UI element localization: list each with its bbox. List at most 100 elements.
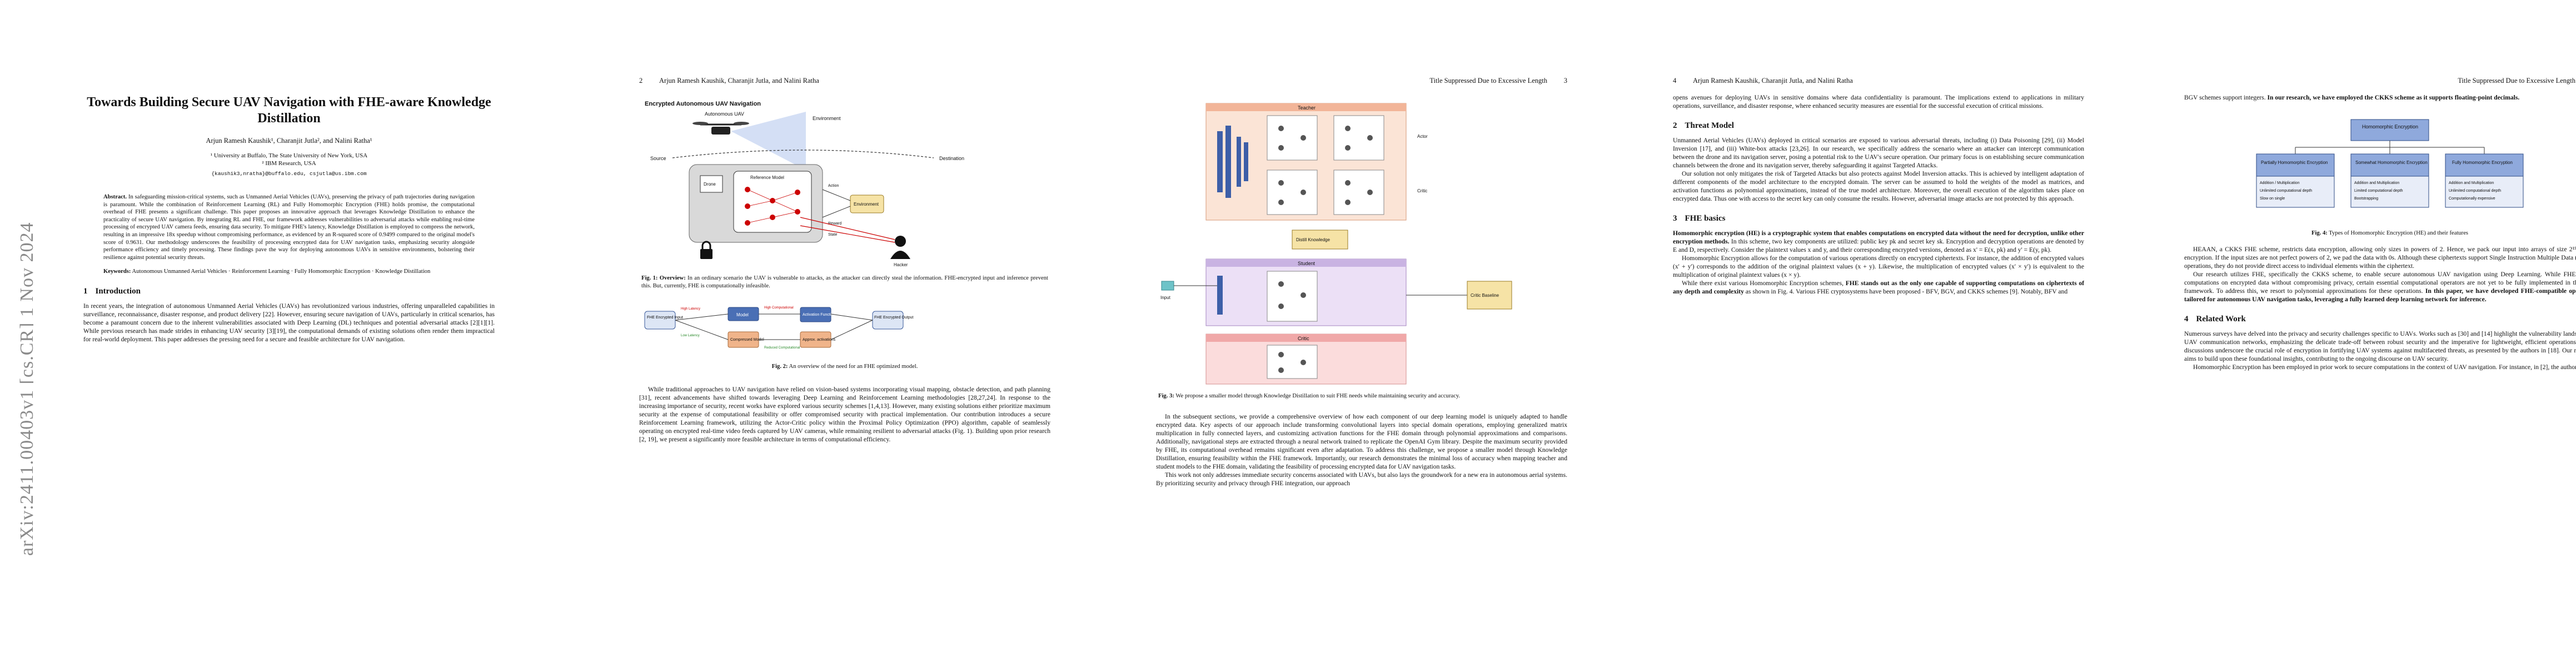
fig1-env-label: Environment	[813, 116, 841, 121]
svg-text:Addition / Multiplication: Addition / Multiplication	[2260, 181, 2300, 185]
abstract-label: Abstract.	[103, 194, 127, 200]
figure-3-caption: Fig. 3: We propose a smaller model throu…	[1158, 393, 1461, 399]
fig2-high-comp: High Computational	[764, 306, 794, 310]
paper-title: Towards Building Secure UAV Navigation w…	[87, 95, 491, 126]
page-number: 2	[639, 77, 643, 84]
fig1-environment-box	[850, 195, 884, 213]
fig1-uav-label: Autonomous UAV	[705, 111, 744, 117]
fig1-state-label: State	[828, 233, 837, 237]
student-label: Student	[1298, 261, 1316, 266]
teacher-label: Teacher	[1298, 105, 1316, 111]
drone-icon	[692, 122, 749, 135]
paragraph: Homomorphic Encryption has been employed…	[2193, 363, 2576, 371]
fig2-compressed-label: Compressed Model	[730, 338, 764, 342]
paragraph: Unmanned Aerial Vehicles (UAVs) deployed…	[1673, 137, 2084, 169]
paragraph: This work not only addresses immediate s…	[1156, 471, 1567, 487]
fig2-activation-label: Activation Function	[803, 313, 835, 317]
paragraph: Our research utilizes FHE, specifically …	[2184, 270, 2576, 303]
running-head-text: Arjun Ramesh Kaushik, Charanjit Jutla, a…	[659, 77, 819, 84]
abstract: Abstract. In safeguarding mission-critic…	[103, 193, 475, 276]
critic-baseline-label: Critic Baseline	[1471, 293, 1499, 298]
fig1-action-label: Action	[828, 184, 839, 188]
fig1-environment-label: Environment	[854, 202, 879, 207]
paragraph: BGV schemes support integers. In our res…	[2184, 94, 2520, 101]
running-head: 4 Arjun Ramesh Kaushik, Charanjit Jutla,…	[1673, 77, 2084, 85]
svg-text:Addition and Multiplication: Addition and Multiplication	[2449, 181, 2494, 185]
paragraph: Homomorphic Encryption allows for the co…	[1673, 255, 2084, 278]
page-number: 3	[1563, 77, 1567, 84]
keywords-label: Keywords:	[103, 268, 131, 275]
fig2-approx-label: Approx. activations	[803, 338, 836, 342]
fig2-high-latency: High Latency	[681, 307, 700, 311]
student-critic-label: Critic	[1298, 336, 1309, 341]
lock-icon	[700, 241, 712, 259]
svg-text:Limited computational depth: Limited computational depth	[2354, 189, 2403, 193]
paragraph: Numerous surveys have delved into the pr…	[2184, 330, 2576, 362]
paragraph: Our solution not only mitigates the risk…	[1673, 170, 2084, 202]
figure-1-caption: Fig. 1: Overview: In an ordinary scenari…	[641, 275, 1048, 289]
keywords-text: Autonomous Unmanned Aerial Vehicles · Re…	[132, 268, 431, 275]
paragraph: opens avenues for deploying UAVs in sens…	[1673, 94, 2084, 109]
running-head: Title Suppressed Due to Excessive Length…	[2184, 77, 2576, 85]
svg-text:Unlimited computational depth: Unlimited computational depth	[2260, 189, 2312, 193]
running-head-text: Title Suppressed Due to Excessive Length	[1429, 77, 1547, 84]
author-emails: {kaushik3,nratha}@buffalo.edu, csjutla@u…	[211, 171, 367, 177]
figure-2-caption: Fig. 2: An overview of the need for an F…	[771, 364, 918, 370]
input-label: Input	[1160, 295, 1171, 300]
teacher-critic-label: Critic	[1417, 188, 1427, 193]
fig1-ref-model-label: Reference Model	[750, 175, 784, 180]
figure-4-he-types: Homomorphic Encryption Partially Homomor…	[2256, 119, 2524, 208]
paragraph: In the subsequent sections, we provide a…	[1156, 412, 1567, 470]
fig2-reduced-comp: Reduced Computational	[764, 346, 800, 350]
svg-text:Slow on single: Slow on single	[2260, 197, 2285, 201]
figure-4-caption: Fig. 4: Types of Homomorphic Encryption …	[2311, 230, 2469, 236]
fig1-source-label: Source	[650, 156, 666, 161]
paragraph: HEAAN, a CKKS FHE scheme, restricts data…	[2184, 245, 2576, 270]
fig2-model-label: Model	[736, 312, 749, 317]
camera-view	[731, 112, 806, 170]
running-head: Title Suppressed Due to Excessive Length…	[1156, 77, 1567, 85]
affiliation-2: ² IBM Research, USA	[262, 160, 316, 167]
input-image	[1161, 281, 1174, 291]
critic-baseline-box	[1467, 281, 1512, 310]
page-4: 4 Arjun Ramesh Kaushik, Charanjit Jutla,…	[1623, 0, 2134, 667]
teacher-actor-label: Actor	[1417, 134, 1428, 139]
page-number: 4	[1673, 77, 1677, 84]
svg-text:Unlimited computational depth: Unlimited computational depth	[2449, 189, 2501, 193]
fig2-low-latency: Low Latency	[681, 334, 700, 337]
fig4-root-label: Homomorphic Encryption	[2362, 124, 2418, 130]
svg-text:Somewhat Homomorphic Encryptio: Somewhat Homomorphic Encryption	[2355, 160, 2428, 165]
paragraph: While there exist various Homomorphic En…	[1673, 280, 2084, 295]
fig1-dest-label: Destination	[939, 156, 964, 161]
svg-text:Drone: Drone	[704, 182, 716, 187]
authors: Arjun Ramesh Kaushik¹, Charanjit Jutla²,…	[206, 137, 372, 145]
teacher-conv-layers	[1217, 126, 1248, 198]
page-3: Title Suppressed Due to Excessive Length…	[1106, 0, 1617, 667]
running-head-text: Title Suppressed Due to Excessive Length	[2458, 77, 2575, 84]
svg-text:Partially Homomorphic Encrypti: Partially Homomorphic Encryption	[2261, 160, 2328, 165]
fig4-somewhat-column: Somewhat Homomorphic Encryption Addition…	[2350, 153, 2429, 208]
figure-1-overview: Encrypted Autonomous UAV Navigation Auto…	[645, 101, 964, 267]
teacher-networks	[1267, 115, 1384, 215]
fig1-title: Encrypted Autonomous UAV Navigation	[645, 101, 761, 107]
fig1-reward-label: Reward	[828, 222, 841, 226]
intro-paragraph: In recent years, the integration of auto…	[83, 302, 495, 343]
paragraph: While traditional approaches to UAV navi…	[639, 385, 1050, 443]
svg-text:Fully Homomorphic Encryption: Fully Homomorphic Encryption	[2452, 160, 2513, 165]
fig1-network	[747, 189, 798, 223]
svg-text:Addition and Multiplication: Addition and Multiplication	[2354, 181, 2399, 185]
fig4-partial-column: Partially Homomorphic Encryption Additio…	[2256, 153, 2335, 208]
fig2-input-label: FHE Encrypted Input	[647, 316, 683, 320]
running-head-text: Arjun Ramesh Kaushik, Charanjit Jutla, a…	[1693, 77, 1853, 84]
hacker-icon	[890, 236, 910, 259]
distill-label: Distill Knowledge	[1296, 237, 1330, 242]
paragraph: Homomorphic encryption (HE) is a cryptog…	[1673, 230, 2085, 253]
svg-text:Bootstrapping: Bootstrapping	[2354, 197, 2378, 201]
figure-2-fhe-overview: FHE Encrypted Input Model Compressed Mod…	[644, 306, 913, 350]
affiliations: ¹ University at Buffalo, The State Unive…	[83, 152, 495, 167]
fig4-fully-column: Fully Homomorphic Encryption Addition an…	[2445, 153, 2524, 208]
